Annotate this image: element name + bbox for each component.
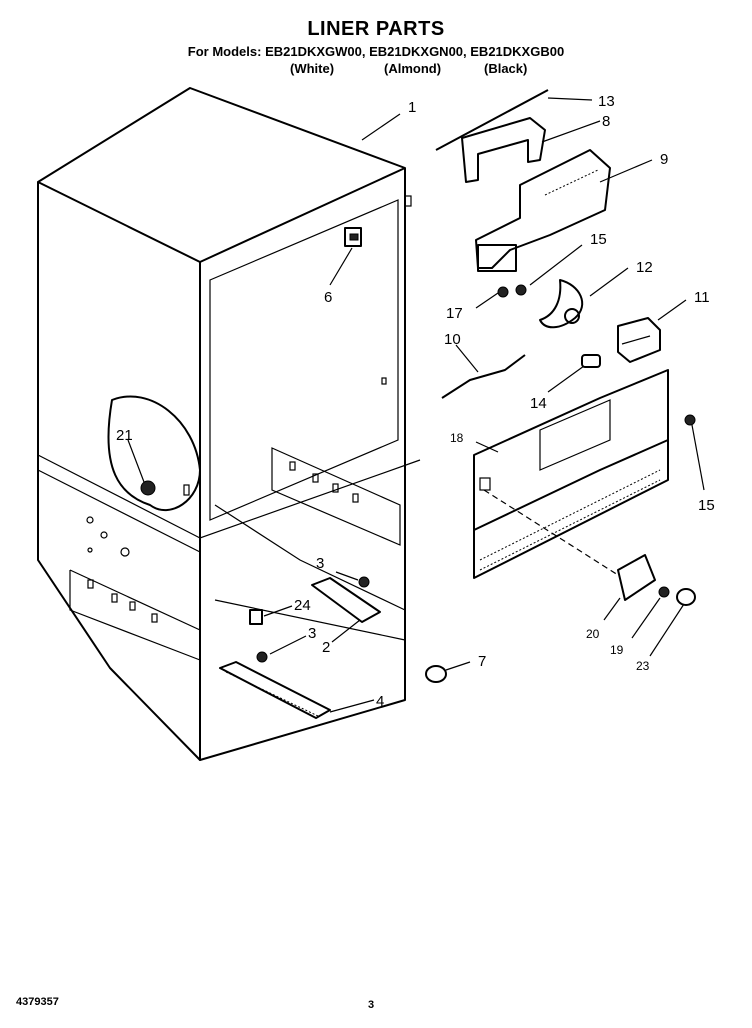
callout-4: 4 (376, 693, 384, 710)
callout-7: 7 (478, 653, 486, 670)
callout-9: 9 (660, 151, 668, 168)
callout-8: 8 (602, 113, 610, 130)
assembly-dashed-line (483, 489, 619, 576)
callout-17: 17 (446, 305, 463, 322)
screw-15-lower (684, 414, 696, 426)
screw-19 (658, 586, 670, 598)
handle-part (461, 117, 546, 183)
mounting-plate (617, 554, 656, 601)
callout-3-upper: 3 (316, 555, 324, 572)
color-almond: (Almond) (384, 61, 442, 76)
liner-cabinet (37, 87, 421, 761)
models-line: For Models: EB21DKXGW00, EB21DKXGN00, EB… (187, 44, 565, 59)
grommet-14 (581, 354, 601, 368)
callout-11: 11 (694, 289, 710, 306)
air-duct (475, 149, 611, 272)
callout-12: 12 (636, 259, 653, 276)
screw-15-upper (515, 284, 527, 296)
document-number: 4379357 (16, 996, 59, 1008)
clip-24 (249, 609, 263, 625)
callout-10: 10 (444, 331, 461, 348)
callout-1: 1 (408, 99, 416, 116)
page-number: 3 (368, 999, 375, 1011)
cap-7 (425, 665, 447, 683)
knob-23 (676, 588, 696, 606)
callout-13: 13 (598, 93, 615, 110)
callout-14: 14 (530, 395, 547, 412)
color-black: (Black) (484, 61, 528, 76)
evaporator-cover (473, 369, 669, 579)
support-rail (311, 577, 381, 623)
fan-motor (617, 317, 661, 363)
toe-grille (219, 661, 331, 719)
screw-3-lower (256, 651, 268, 663)
callout-20: 20 (586, 627, 600, 641)
plug-21 (140, 480, 156, 496)
callout-3-lower: 3 (308, 625, 316, 642)
page-title: LINER PARTS (307, 18, 445, 40)
gasket-strip (435, 89, 549, 151)
callout-15-upper: 15 (590, 231, 607, 248)
callout-2: 2 (322, 639, 330, 656)
callout-6: 6 (324, 289, 332, 306)
color-white: (White) (290, 61, 335, 76)
callout-21: 21 (116, 427, 133, 444)
callout-23: 23 (636, 659, 650, 673)
callout-15-lower: 15 (698, 497, 715, 514)
callout-24: 24 (294, 597, 311, 614)
screw-3-upper (358, 576, 370, 588)
fan-blade (539, 279, 584, 329)
screw-17 (497, 286, 509, 298)
wire-harness (441, 354, 526, 399)
callout-19: 19 (610, 643, 624, 657)
switch-part (344, 227, 362, 247)
callout-18: 18 (450, 431, 464, 445)
